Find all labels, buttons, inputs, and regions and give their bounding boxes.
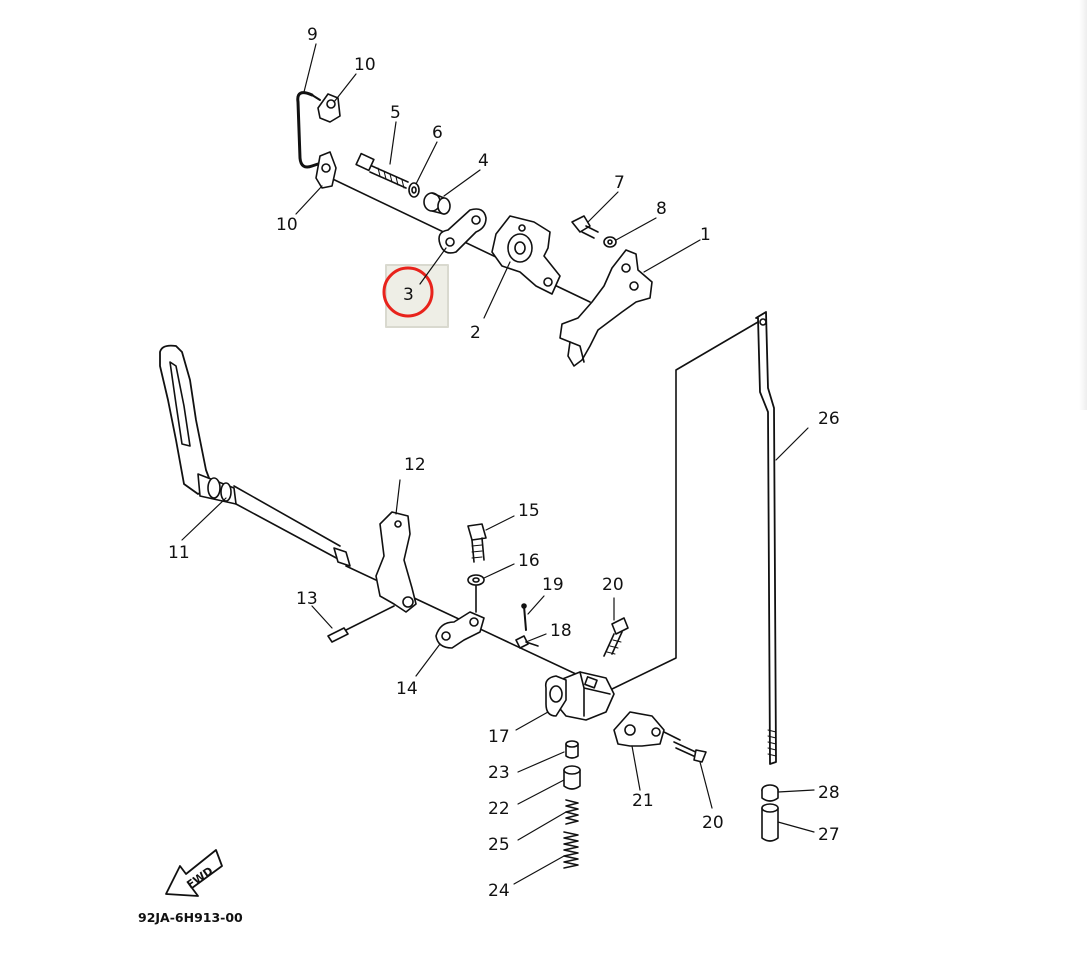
callout-1: 1 — [700, 225, 711, 245]
callout-28: 28 — [818, 783, 840, 803]
part-9-rod — [296, 91, 321, 169]
drawing-code: 92JA-6H913-00 — [138, 910, 243, 925]
part-18-screw — [515, 635, 539, 649]
callout-16: 16 — [518, 551, 540, 571]
part-7-screw — [571, 215, 599, 239]
part-26-long-rod — [755, 311, 777, 765]
callout-12: 12 — [404, 455, 426, 475]
callout-26: 26 — [818, 409, 840, 429]
callout-13: 13 — [296, 589, 318, 609]
rod-connector-line — [609, 321, 759, 691]
callout-18: 18 — [550, 621, 572, 641]
callout-4: 4 — [478, 151, 489, 171]
callout-27: 27 — [818, 825, 840, 845]
part-3-link — [438, 208, 487, 254]
callout-10-lower: 10 — [276, 215, 298, 235]
callout-23: 23 — [488, 763, 510, 783]
callout-17: 17 — [488, 727, 510, 747]
leader-lines — [181, 43, 815, 885]
callout-24: 24 — [488, 881, 510, 901]
part-15-bolt — [467, 523, 487, 563]
part-8-washer — [603, 236, 617, 248]
part-6-washer — [408, 182, 420, 198]
part-20-upper-bolt — [603, 617, 629, 657]
part-27-sleeve — [761, 803, 779, 842]
part-24-spring — [563, 831, 579, 869]
callout-11: 11 — [168, 543, 190, 563]
callout-14: 14 — [396, 679, 418, 699]
part-28-nut — [761, 784, 779, 802]
callout-21: 21 — [632, 791, 654, 811]
callout-3: 3 — [403, 285, 414, 305]
part-25-spring — [565, 799, 579, 825]
part-2-bracket — [491, 215, 561, 295]
callout-22: 22 — [488, 799, 510, 819]
callout-15: 15 — [518, 501, 540, 521]
callout-3-highlight-circle — [382, 266, 434, 318]
part-5-bolt — [355, 152, 409, 189]
part-21-clevis — [613, 711, 665, 747]
callout-7: 7 — [614, 173, 625, 193]
callout-6: 6 — [432, 123, 443, 143]
part-16-washer — [467, 574, 485, 586]
callout-2: 2 — [470, 323, 481, 343]
callout-8: 8 — [656, 199, 667, 219]
clevis-line — [663, 731, 681, 741]
part-11-shift-lever — [159, 344, 351, 567]
window-edge — [1079, 0, 1087, 410]
fwd-direction-arrow: FWD — [165, 849, 223, 897]
part-17-coupling — [544, 671, 615, 721]
callout-10-upper: 10 — [354, 55, 376, 75]
part-22-sleeve — [563, 765, 581, 790]
part-12-arm — [375, 511, 417, 613]
callout-19: 19 — [542, 575, 564, 595]
part-14-clamp — [435, 611, 485, 649]
part-19-pin — [521, 603, 527, 631]
set-screw-line — [345, 605, 395, 631]
part-4-bushing — [423, 192, 451, 215]
callout-20-upper: 20 — [602, 575, 624, 595]
part-1-plate — [559, 249, 653, 367]
callout-3-highlight-box — [385, 264, 449, 328]
part-23-pin — [565, 740, 579, 759]
part-10-lower-clip — [315, 151, 337, 189]
callout-5: 5 — [390, 103, 401, 123]
part-20-lower-screw — [673, 741, 707, 763]
callout-25: 25 — [488, 835, 510, 855]
callout-20-lower: 20 — [702, 813, 724, 833]
callout-9: 9 — [307, 25, 318, 45]
part-13-set-screw — [327, 627, 349, 643]
